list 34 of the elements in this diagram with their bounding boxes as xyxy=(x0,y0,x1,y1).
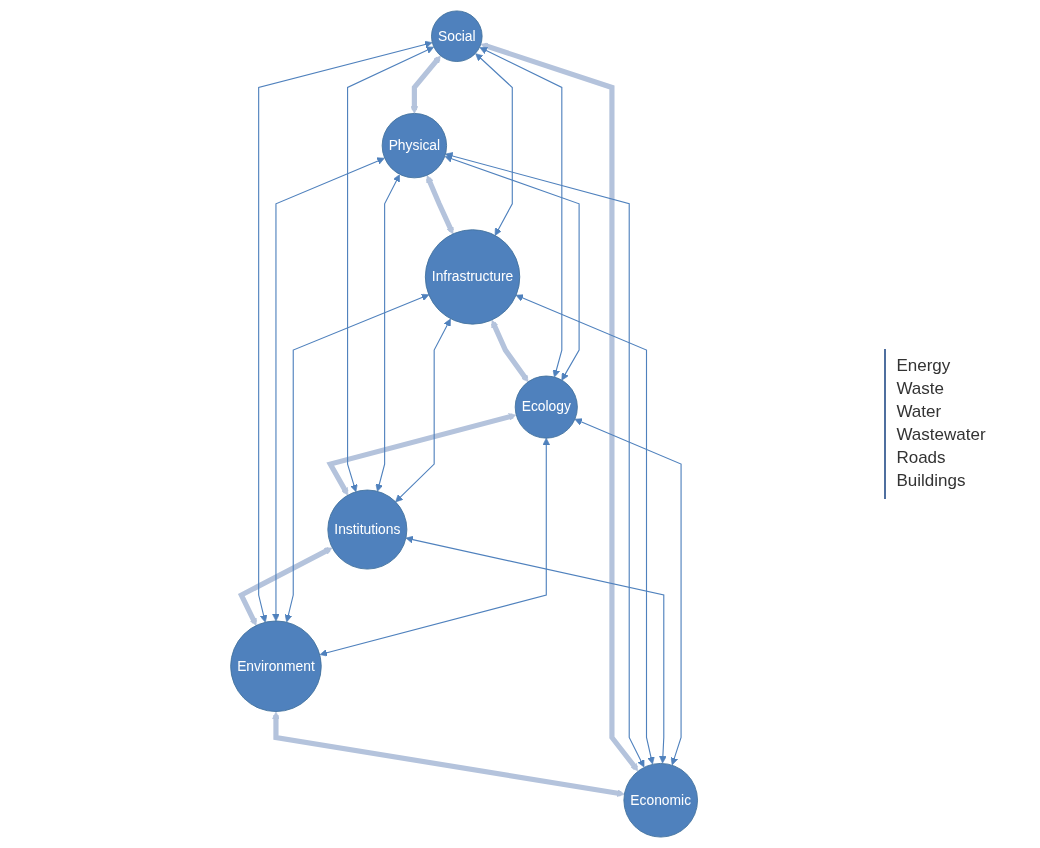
arrow xyxy=(347,46,435,493)
arrow xyxy=(426,175,455,235)
list-item: Waste xyxy=(896,378,945,401)
arrow xyxy=(320,437,551,657)
arrow xyxy=(445,155,580,381)
arrow xyxy=(284,293,430,623)
list-item: Energy xyxy=(896,355,952,378)
arrow xyxy=(480,42,639,772)
list-item: Wastewater xyxy=(896,424,986,446)
arrow xyxy=(410,55,442,114)
arrow xyxy=(238,547,333,626)
arrow xyxy=(516,294,655,765)
node-circle: Economic xyxy=(623,763,699,838)
node-circle: Institutions xyxy=(327,489,408,570)
arrow xyxy=(395,318,452,503)
arrow xyxy=(574,418,682,766)
arrow xyxy=(445,152,645,768)
list-item: Buildings xyxy=(896,469,967,492)
list-item: Roads xyxy=(896,446,947,469)
arrow xyxy=(475,53,514,236)
node-circle: Environment xyxy=(230,620,322,712)
arrow xyxy=(272,711,625,797)
node-circle: Physical xyxy=(382,112,448,179)
node-circle: Social xyxy=(431,10,483,62)
arrow xyxy=(258,40,433,623)
arrow xyxy=(272,157,385,622)
arrow xyxy=(491,320,529,383)
node-circle: Infrastructure xyxy=(425,229,521,325)
arrow xyxy=(375,174,401,492)
arrow xyxy=(405,535,667,764)
list-item: Water xyxy=(896,401,943,424)
arrow xyxy=(326,413,517,496)
arrow xyxy=(479,47,563,378)
node-circle: Ecology xyxy=(515,375,579,439)
